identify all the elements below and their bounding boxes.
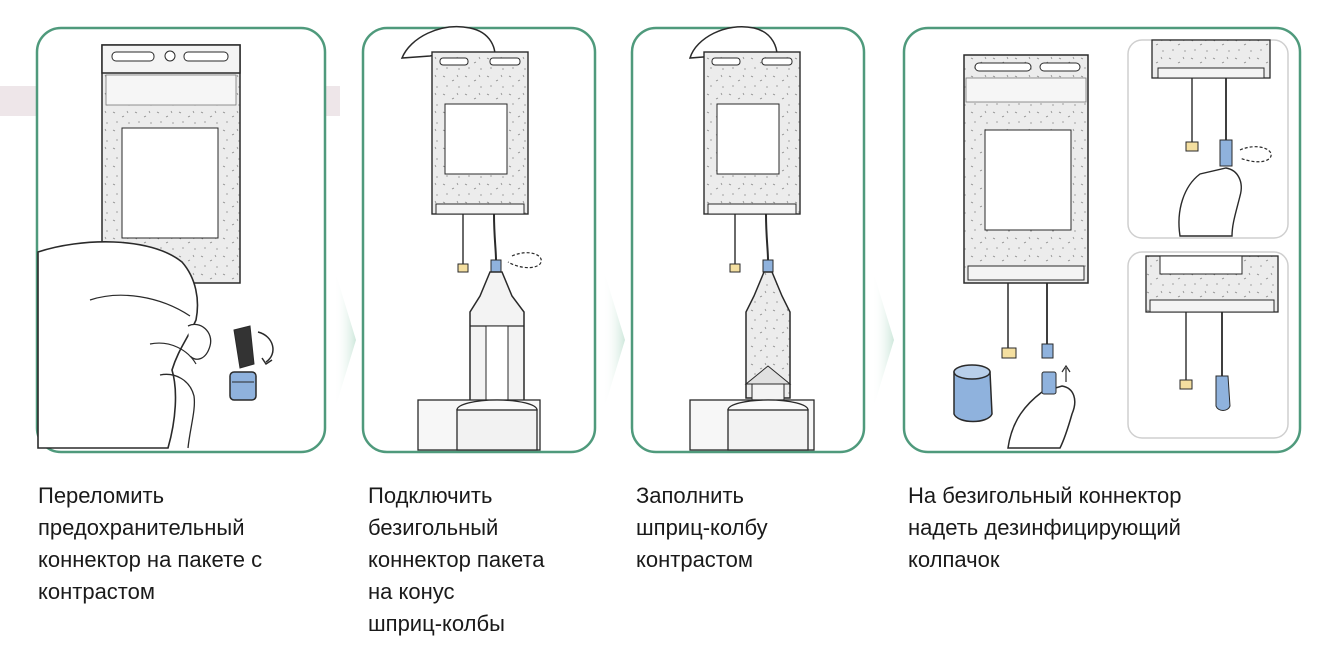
step-1-caption: Переломить предохранительный коннектор н… <box>38 483 263 604</box>
filled-syringe-icon <box>744 271 792 405</box>
needleless-connector-icon <box>762 259 774 273</box>
injector-head-icon <box>417 399 541 451</box>
rotate-arrow-icon <box>1239 146 1272 163</box>
tube-right <box>493 213 497 261</box>
contrast-bag <box>703 51 801 215</box>
step-arrow-3-icon <box>872 268 894 412</box>
injector-head-icon <box>689 399 815 451</box>
inset-capped-panel <box>1127 251 1289 439</box>
syringe-icon <box>469 271 525 413</box>
tube-right <box>765 213 769 261</box>
step-4-panel <box>902 26 1302 454</box>
inset-rotate-panel <box>1127 39 1289 239</box>
step-1-panel <box>35 26 327 454</box>
disinfecting-cap-icon <box>953 364 993 423</box>
step-3-caption: Заполнить шприц-колбу контрастом <box>636 483 768 572</box>
procedure-illustration <box>0 26 1302 454</box>
needleless-connector-icon <box>1041 343 1054 359</box>
step-2-caption: Подключить безигольный коннектор пакета … <box>368 483 545 636</box>
hand-icon <box>37 241 212 449</box>
contrast-bag <box>963 54 1089 284</box>
port-yellow <box>729 263 741 273</box>
step-2-frame <box>361 26 597 454</box>
rotate-arrow-icon <box>507 252 542 269</box>
step-3-panel <box>630 26 866 454</box>
step-arrow-1-icon <box>334 268 356 412</box>
hand-icon <box>1178 167 1242 237</box>
port-yellow <box>457 263 469 273</box>
port-yellow <box>1001 347 1017 359</box>
contrast-bag <box>431 51 529 215</box>
step-2-panel <box>361 26 597 454</box>
step-4-caption: На безигольный коннектор надеть дезинфиц… <box>908 483 1182 572</box>
needleless-connector-icon <box>490 259 502 273</box>
step-arrow-2-icon <box>603 268 625 412</box>
hand-cap-icon <box>1007 364 1076 449</box>
broken-connector-icon <box>229 325 274 401</box>
